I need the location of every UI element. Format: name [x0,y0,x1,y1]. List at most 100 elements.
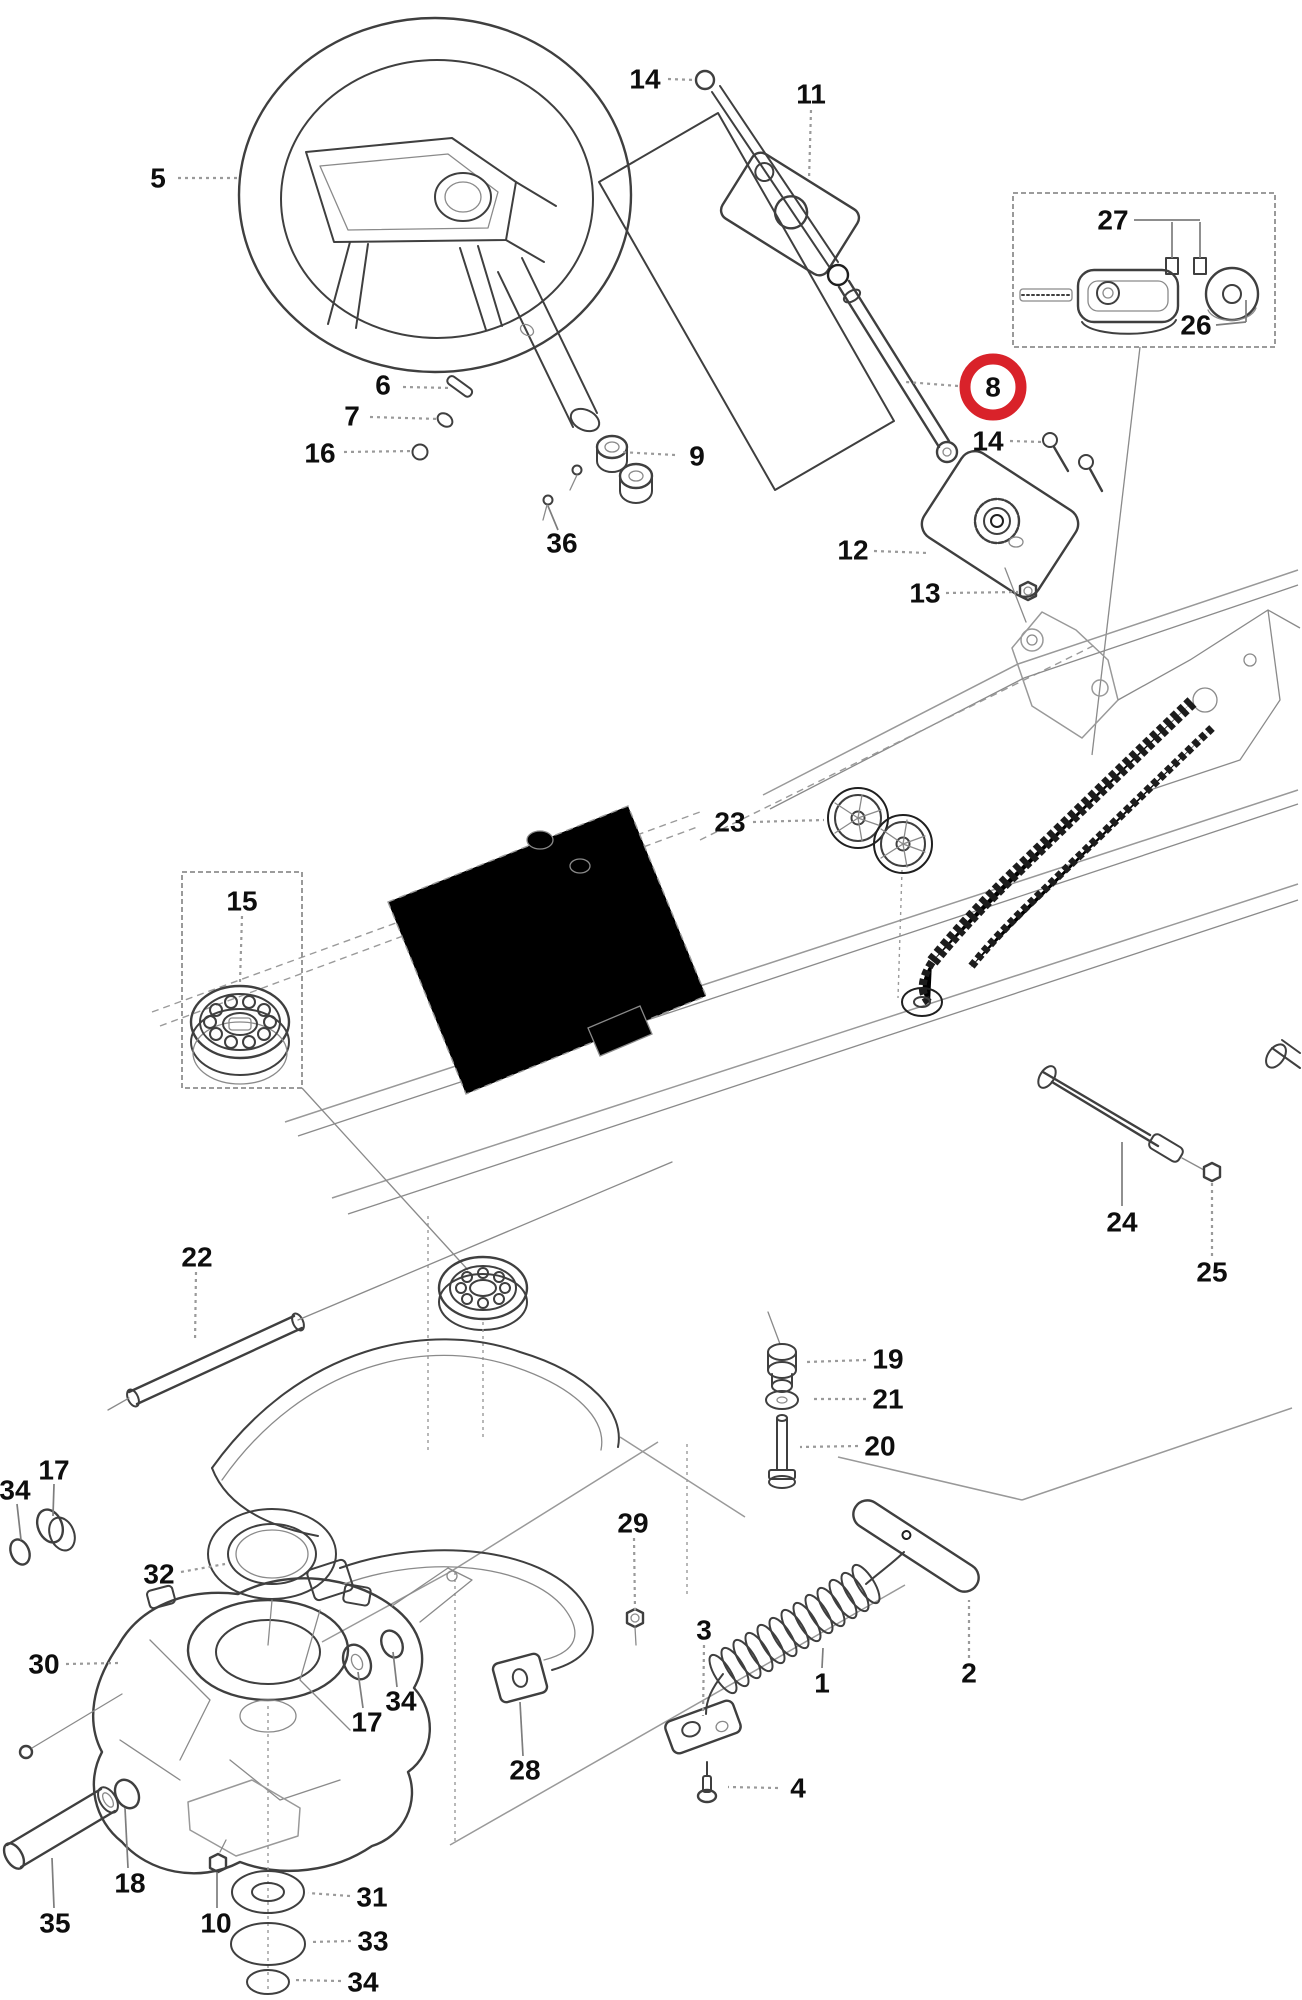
part-label-part-17b: 17 [351,1707,382,1738]
lift-rod-22 [107,1161,673,1411]
part-label-part-24: 24 [1106,1207,1138,1238]
part-label-part-34a: 34 [0,1475,31,1506]
leader-part-32 [180,1562,226,1574]
bolt-14-right-2 [1078,454,1104,493]
mount-bolt [18,1693,123,1760]
part-label-part-17a: 17 [38,1455,69,1486]
part-label-part-34b: 34 [385,1686,417,1717]
part-label-part-9: 9 [689,441,705,472]
leader-part-17a [52,1483,55,1517]
part-label-part-18: 18 [114,1868,145,1899]
steering-link [694,69,861,287]
part-label-part-2: 2 [961,1658,977,1689]
part-label-part-19: 19 [872,1344,903,1375]
tension-spring-1 [705,1551,905,1715]
leader-part-8 [905,380,959,388]
part-label-part-10: 10 [200,1908,231,1939]
leader-part-14b [1009,439,1044,444]
spindle-pulley [437,1255,529,1438]
nut-13 [1018,580,1038,602]
part-label-part-26: 26 [1180,310,1211,341]
part-label-part-16: 16 [304,438,335,469]
bushing-19 [767,1343,797,1393]
part-label-part-7: 7 [344,401,360,432]
nut-25 [1202,1161,1222,1183]
leader-part-31 [307,1891,351,1898]
part-label-part-5: 5 [150,163,166,194]
leader-part-12 [873,549,929,555]
part-label-part-11: 11 [796,79,826,110]
bolt-4 [696,1761,718,1804]
part-label-part-28: 28 [509,1755,540,1786]
o-ring-33 [230,1922,306,1966]
part-label-part-3: 3 [696,1615,712,1646]
leader-part-36 [547,505,559,531]
leader-part-19 [805,1358,867,1364]
washers-17-34-left [9,1508,76,1566]
nut-29 [625,1607,645,1646]
leader-part-6 [402,385,453,390]
leader-lines-layer [16,77,1247,1983]
steering-wheel [237,16,633,374]
link-plate-11 [719,151,861,277]
leader-part-7 [369,415,441,421]
part-label-part-36: 36 [546,528,577,559]
leader-part-35 [51,1857,55,1909]
leader-part-18 [124,1807,129,1869]
idler-pulley-rear [873,814,933,874]
part-label-part-32: 32 [143,1559,174,1590]
transaxle-30 [2,1508,473,1995]
washer-18 [113,1778,141,1810]
pulley-detail-box [181,871,303,1089]
ring-34-bottom [246,1969,290,1995]
part-label-part-13: 13 [909,578,940,609]
leader-part-26 [1215,321,1247,326]
leader-part-30 [65,1661,119,1666]
bolt-14-top [694,69,716,91]
part-label-part-1: 1 [814,1668,830,1699]
part-label-part-35: 35 [39,1908,70,1939]
ball-joint [826,263,850,287]
leader-part-33 [309,1939,352,1944]
part-label-part-14b: 14 [972,426,1004,457]
washers-17-34-right [341,1629,404,1681]
washer-21 [765,1390,799,1410]
bearing-31 [231,1870,305,1914]
cable-detail [1019,222,1260,756]
leader-part-34c [291,1978,342,1983]
leader-part-28 [519,1701,524,1757]
leader-part-11 [807,109,813,181]
part-label-part-8: 8 [985,372,1001,403]
leader-part-34a [16,1503,22,1541]
part-label-part-22: 22 [181,1242,212,1273]
bracket-12-assembly [920,432,1104,623]
part-label-part-25: 25 [1196,1257,1227,1288]
pulley-15 [189,984,469,1271]
highlight-circle-part-8 [959,353,1027,421]
part-label-part-31: 31 [356,1882,387,1913]
part-label-part-23: 23 [714,807,745,838]
leader-part-14a [667,77,696,82]
column-ball [411,443,429,461]
part-label-part-6: 6 [375,370,391,401]
rod-24-assembly [1037,1039,1301,1183]
hardware-19-21-20 [765,1311,799,1489]
console-panel [598,112,895,491]
anchor-plate-2 [852,1499,980,1593]
leader-part-20 [799,1444,859,1449]
deck-belt [211,1338,620,1537]
column-screws [542,464,583,521]
leader-part-23 [752,818,825,824]
part-label-part-20: 20 [864,1431,895,1462]
axle-shaft-35 [2,1786,119,1870]
part-label-part-29: 29 [617,1508,648,1539]
part-label-part-15: 15 [226,886,257,917]
leader-part-3 [701,1644,706,1717]
leader-part-4 [727,1785,779,1790]
part-label-part-30: 30 [28,1649,59,1680]
part-label-part-33: 33 [357,1926,388,1957]
leader-part-17b [357,1671,364,1709]
